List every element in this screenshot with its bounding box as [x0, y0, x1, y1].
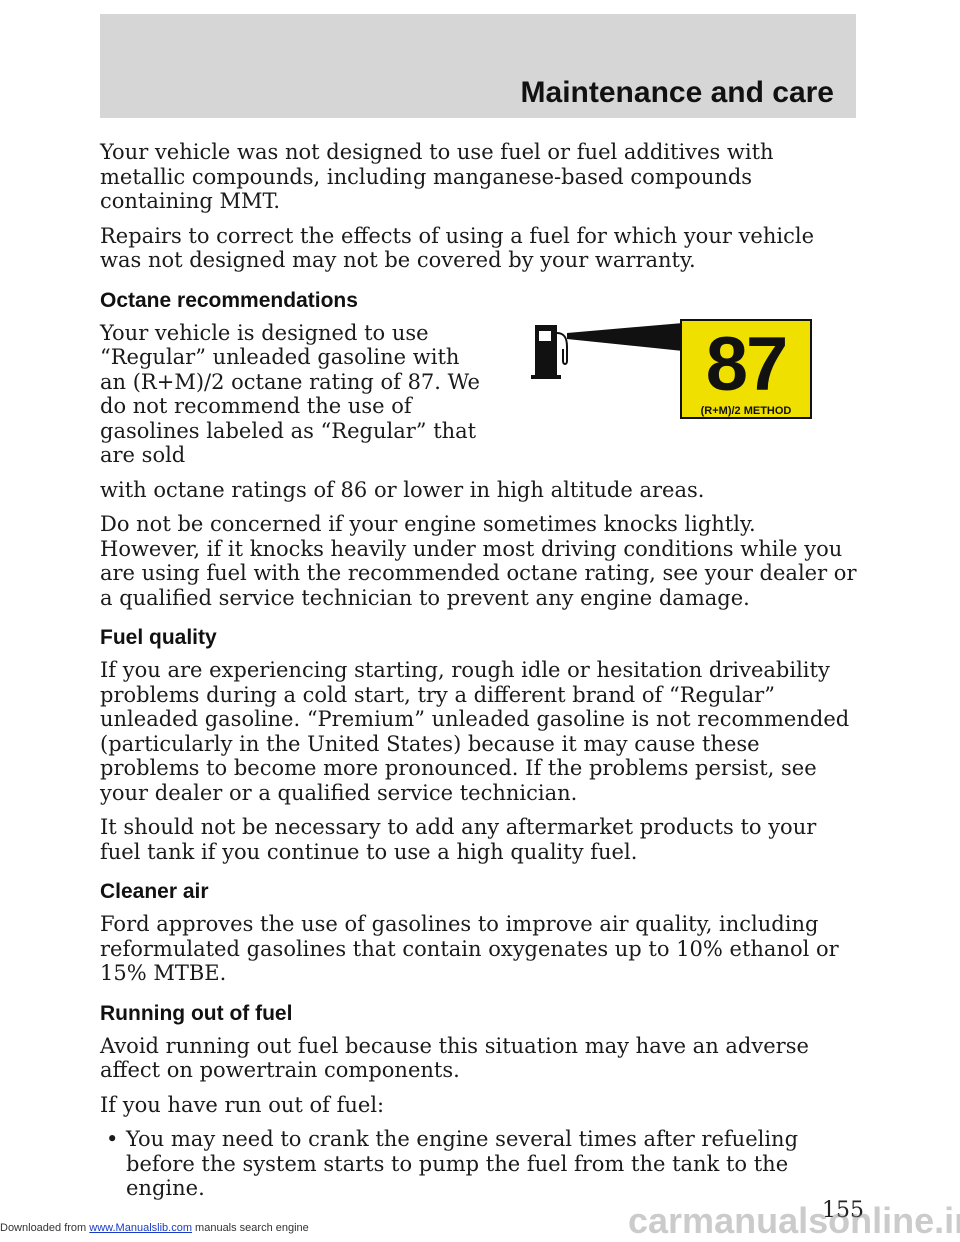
page-content: Your vehicle was not designed to use fue… — [100, 140, 860, 1201]
heading-running-out: Running out of fuel — [100, 1001, 293, 1025]
paragraph-running-out: Avoid running out fuel because this situ… — [100, 1033, 809, 1083]
paragraph-aftermarket: It should not be necessary to add any af… — [100, 815, 817, 864]
octane-method: (R+M)/2 METHOD — [700, 404, 792, 417]
header-band: Maintenance and care — [100, 14, 856, 118]
heading-cleaner-air: Cleaner air — [100, 880, 209, 903]
paragraph-knock: Do not be concerned if your engine somet… — [100, 512, 857, 610]
heading-fuel-quality: Fuel quality — [100, 626, 217, 649]
footer-prefix: Downloaded from — [0, 1222, 87, 1234]
footer-link[interactable]: www.Manualslib.com — [89, 1222, 192, 1234]
section-title: Maintenance and care — [520, 76, 834, 109]
paragraph-octane: Your vehicle is designed to use “Regular… — [100, 320, 480, 468]
fuel-pump-icon — [531, 322, 683, 379]
paragraph-fuel-quality: If you are experiencing starting, rough … — [100, 658, 850, 805]
paragraph-if-run-out: If you have run out of fuel: — [100, 1092, 385, 1117]
bullet-list: You may need to crank the engine several… — [100, 1127, 860, 1201]
paragraph-cleaner-air: Ford approves the use of gasolines to im… — [100, 912, 839, 985]
paragraph-octane-tail: with octane ratings of 86 or lower in hi… — [100, 477, 705, 502]
octane-number: 87 — [705, 321, 789, 407]
footer-suffix: manuals search engine — [195, 1222, 309, 1234]
paragraph-metallic: Your vehicle was not designed to use fue… — [100, 140, 774, 213]
octane-section: Your vehicle is designed to use “Regular… — [100, 318, 860, 468]
octane-rating-label: 87 (R+M)/2 METHOD — [680, 318, 812, 419]
paragraph-warranty: Repairs to correct the effects of using … — [100, 223, 814, 273]
page-number: 155 — [822, 1198, 864, 1223]
heading-octane: Octane recommendations — [100, 288, 358, 312]
list-item: You may need to crank the engine several… — [106, 1127, 860, 1201]
fuel-octane-graphic: 87 (R+M)/2 METHOD — [505, 318, 815, 427]
footer: Downloaded from www.Manualslib.com manua… — [0, 1222, 309, 1234]
watermark: carmanualsonline.info — [628, 1200, 960, 1241]
